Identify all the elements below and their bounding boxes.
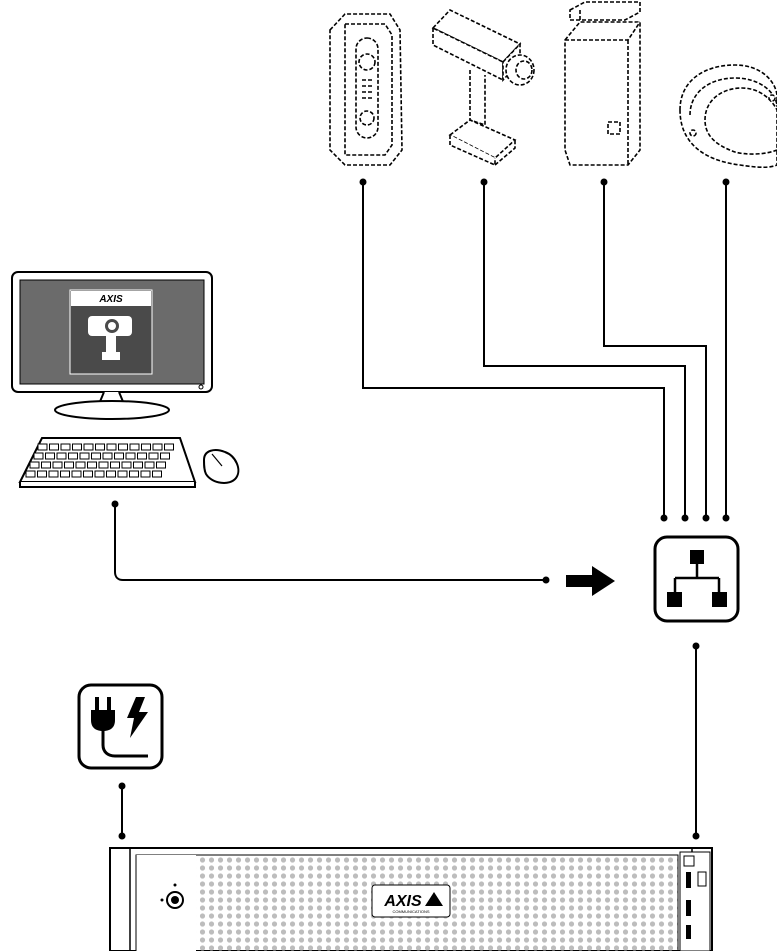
arrow-right-icon xyxy=(566,566,615,596)
keyboard-key xyxy=(145,462,154,468)
keyboard-key xyxy=(149,453,158,459)
keyboard-key xyxy=(99,462,108,468)
camera-box-icon xyxy=(433,10,534,165)
keyboard-key xyxy=(130,471,139,477)
keyboard-key xyxy=(95,471,104,477)
keyboard-key xyxy=(76,462,85,468)
keyboard-key xyxy=(80,453,89,459)
keyboard-key xyxy=(115,453,124,459)
keyboard-key xyxy=(84,444,93,450)
camera-station-app-panel: AXIS xyxy=(70,290,152,374)
camera-dome-icon xyxy=(680,65,777,167)
keyboard-key xyxy=(49,471,58,477)
keyboard-key xyxy=(134,462,143,468)
keyboard-key xyxy=(165,444,174,450)
keyboard-key xyxy=(57,453,66,459)
keyboard-key xyxy=(88,462,97,468)
keyboard-key xyxy=(130,444,139,450)
keyboard-key xyxy=(38,471,47,477)
keyboard-key xyxy=(65,462,74,468)
monitor-logo-brand: AXIS xyxy=(98,294,123,305)
keyboard-key xyxy=(153,444,162,450)
keyboard-key xyxy=(30,462,39,468)
keyboard-key xyxy=(122,462,131,468)
camera-intercom-icon xyxy=(330,14,402,165)
keyboard-key xyxy=(138,453,147,459)
keyboard-key xyxy=(42,462,51,468)
keyboard-key xyxy=(126,453,135,459)
computer-cable xyxy=(115,504,546,580)
keyboard-key xyxy=(119,444,128,450)
connection-dots xyxy=(360,179,730,522)
keyboard-key xyxy=(107,444,116,450)
keyboard-icon xyxy=(20,438,195,487)
keyboard-key xyxy=(72,471,81,477)
camera-cables xyxy=(363,182,726,518)
keyboard-key xyxy=(92,453,101,459)
keyboard-key xyxy=(61,444,70,450)
keyboard-key xyxy=(34,453,43,459)
keyboard-key xyxy=(38,444,47,450)
keyboard-key xyxy=(84,471,93,477)
keyboard-key xyxy=(141,471,150,477)
recorder-logo: AXIS COMMUNICATIONS xyxy=(372,885,450,917)
keyboard-key xyxy=(157,462,166,468)
keyboard-key xyxy=(161,453,170,459)
keyboard-key xyxy=(111,462,120,468)
network-switch-icon xyxy=(655,537,738,621)
keyboard-key xyxy=(53,462,62,468)
keyboard-key xyxy=(153,471,162,477)
keyboard-key xyxy=(69,453,78,459)
recorder-logo-sub: COMMUNICATIONS xyxy=(392,909,429,914)
keyboard-key xyxy=(103,453,112,459)
keyboard-key xyxy=(50,444,59,450)
mouse-icon xyxy=(204,450,238,483)
keyboard-key xyxy=(142,444,151,450)
keyboard-key xyxy=(96,444,105,450)
keyboard-key xyxy=(46,453,55,459)
keyboard-key xyxy=(26,471,35,477)
power-plug-icon xyxy=(79,685,162,768)
keyboard-key xyxy=(118,471,127,477)
keyboard-key xyxy=(73,444,82,450)
camera-bullet-box-icon xyxy=(565,2,640,165)
keyboard-key xyxy=(61,471,70,477)
recorder-logo-brand: AXIS xyxy=(383,893,422,910)
keyboard-key xyxy=(107,471,116,477)
